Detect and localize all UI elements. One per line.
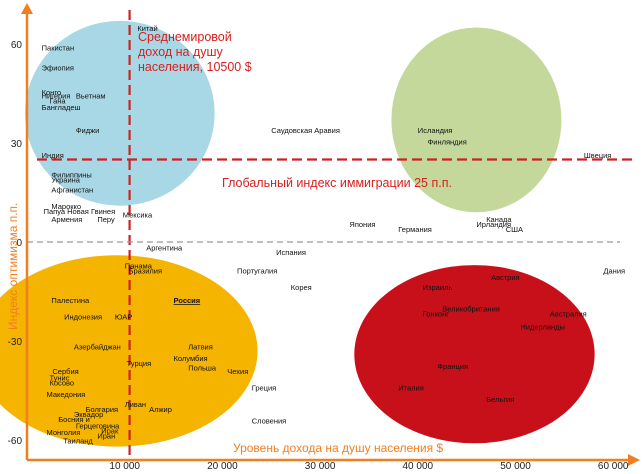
country-label: Исландия (418, 126, 452, 135)
country-label: Фиджи (76, 126, 99, 135)
country-label: Чехия (227, 367, 248, 376)
country-label: Азербайджан (74, 342, 121, 351)
country-label: Финляндия (428, 138, 467, 147)
country-label: Россия (174, 296, 201, 305)
y-axis-arrow (21, 3, 33, 14)
x-axis-title: Уровень дохода на душу населения $ (233, 441, 443, 455)
y-tick-label: -30 (8, 337, 23, 348)
country-label: Латвия (188, 342, 213, 351)
country-label: Перу (97, 215, 115, 224)
country-label: Ирак (101, 426, 119, 435)
y-tick-label: 60 (11, 40, 23, 51)
x-tick-label: 10 000 (109, 461, 140, 472)
country-label: Португалия (237, 266, 277, 275)
country-label: Австрия (491, 273, 520, 282)
y-axis-title: Индекс оптимизма п.п. (6, 203, 20, 330)
country-label: Италия (398, 384, 424, 393)
country-label: Пакистан (42, 44, 74, 53)
x-tick-label: 30 000 (305, 461, 336, 472)
y-tick-label: 30 (11, 139, 23, 150)
x-tick-label: 60 000 (598, 461, 629, 472)
country-label: Нидерланды (520, 322, 565, 331)
country-label: Таиланд (63, 436, 93, 445)
country-label: Греция (252, 384, 277, 393)
country-label: Эфиопия (42, 63, 74, 72)
country-label: Саудовская Аравия (271, 126, 340, 135)
country-label: Вьетнам (76, 91, 106, 100)
country-label: Армения (51, 215, 82, 224)
country-label: Болгария (86, 405, 118, 414)
country-label: Филиппины (51, 171, 91, 180)
country-label: Бельгия (486, 395, 514, 404)
country-label: Аргентина (146, 243, 183, 252)
country-label: ЮАР (115, 313, 132, 322)
country-label: Канада (486, 215, 512, 224)
country-label: Босния и (58, 415, 90, 424)
country-label: Ливан (125, 400, 146, 409)
country-label: Индия (42, 151, 64, 160)
income-line-label: Среднемировой доход на душу населения, 1… (138, 30, 252, 74)
x-tick-label: 50 000 (500, 461, 531, 472)
country-label: Швеция (584, 151, 612, 160)
country-label: США (506, 225, 523, 234)
country-label: Иран (97, 431, 115, 440)
country-label: Сербия (52, 367, 78, 376)
cluster-ellipse (0, 255, 258, 447)
country-label: Австралия (550, 309, 587, 318)
country-label: Испания (276, 248, 306, 257)
country-label: Нигерия (42, 91, 71, 100)
country-label: Папуа Новая Гвинея (44, 207, 116, 216)
cluster-ellipse (354, 265, 595, 444)
country-label: Польша (188, 364, 217, 373)
country-label: Панама (125, 261, 153, 270)
y-tick-label: -60 (8, 436, 23, 447)
x-tick-label: 40 000 (403, 461, 434, 472)
country-label: Колумбия (174, 354, 208, 363)
country-label: Бангладеш (42, 103, 81, 112)
country-label: Франция (437, 362, 468, 371)
country-label: Турция (127, 359, 152, 368)
country-label: Корея (291, 283, 312, 292)
x-axis-arrow (628, 454, 640, 466)
country-label: Китай (137, 24, 157, 33)
country-label: Монголия (47, 428, 81, 437)
country-label: Алжир (149, 405, 172, 414)
country-label: Конго (42, 88, 61, 97)
country-label: Украина (51, 176, 80, 185)
country-label: Дания (603, 266, 625, 275)
country-label: Тунис (49, 374, 69, 383)
country-label: Ирландия (476, 220, 511, 229)
country-label: Германия (398, 225, 432, 234)
country-label: Япония (349, 220, 375, 229)
country-label: Герцеговина (76, 421, 120, 430)
country-label: Израиль (423, 283, 453, 292)
country-label: Бразилия (129, 266, 162, 275)
axes (21, 3, 640, 466)
country-label: Афганистан (51, 186, 93, 195)
reference-lines (27, 10, 632, 459)
country-label: Палестина (51, 296, 90, 305)
country-label: Словения (252, 417, 287, 426)
country-label: Индонезия (64, 313, 102, 322)
country-label: Мексика (123, 210, 153, 219)
country-label: Гонконг (423, 309, 450, 318)
country-label: Марокко (51, 202, 81, 211)
cluster-ellipse (391, 27, 562, 213)
country-label: Македония (47, 390, 86, 399)
country-label: Косово (49, 379, 74, 388)
country-label: Великобритания (442, 304, 500, 313)
y-tick-label: 0 (16, 238, 22, 249)
country-label: Гана (49, 96, 66, 105)
x-tick-label: 20 000 (207, 461, 238, 472)
country-label: Эквадор (74, 410, 103, 419)
immigration-line-label: Глобальный индекс иммиграции 25 п.п. (222, 176, 452, 190)
tick-labels: 10 000 20 000 30 000 40 000 50 000 60 000 60 30… (8, 40, 629, 472)
